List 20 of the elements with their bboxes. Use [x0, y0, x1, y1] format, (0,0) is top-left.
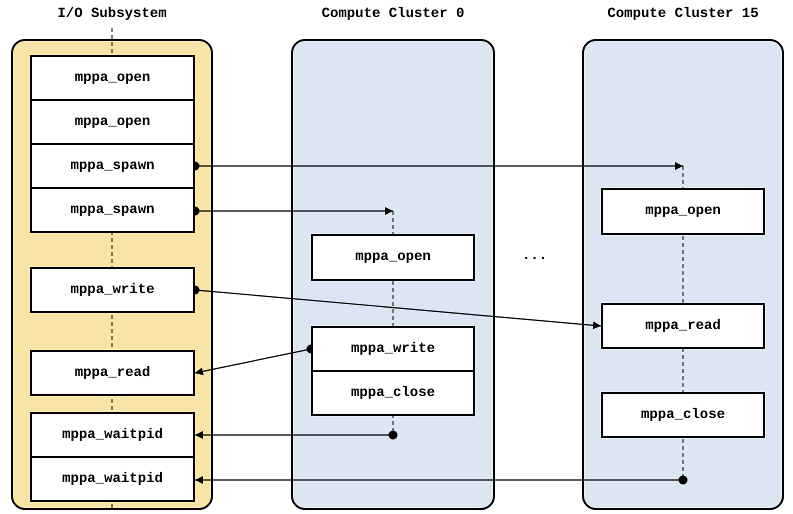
arrow [195, 430, 398, 440]
lane-title: I/O Subsystem [56, 5, 168, 24]
function-box: mppa_read [601, 303, 765, 349]
ellipsis-label: ... [522, 248, 548, 264]
function-box: mppa_close [311, 370, 475, 416]
function-box: mppa_waitpid [30, 456, 195, 502]
function-box: mppa_open [30, 55, 195, 101]
function-box: mppa_close [601, 392, 765, 438]
function-box: mppa_open [601, 188, 765, 235]
lane-title: Compute Cluster 0 [320, 5, 466, 24]
function-box: mppa_waitpid [30, 412, 195, 458]
function-box: mppa_write [30, 267, 195, 313]
function-box: mppa_open [30, 99, 195, 145]
function-box: mppa_open [311, 234, 475, 281]
function-box: mppa_write [311, 326, 475, 372]
lane-title: Compute Cluster 15 [606, 5, 760, 24]
function-box: mppa_read [30, 350, 195, 396]
function-box: mppa_spawn [30, 187, 195, 233]
arrow [195, 476, 688, 484]
function-box: mppa_spawn [30, 143, 195, 189]
